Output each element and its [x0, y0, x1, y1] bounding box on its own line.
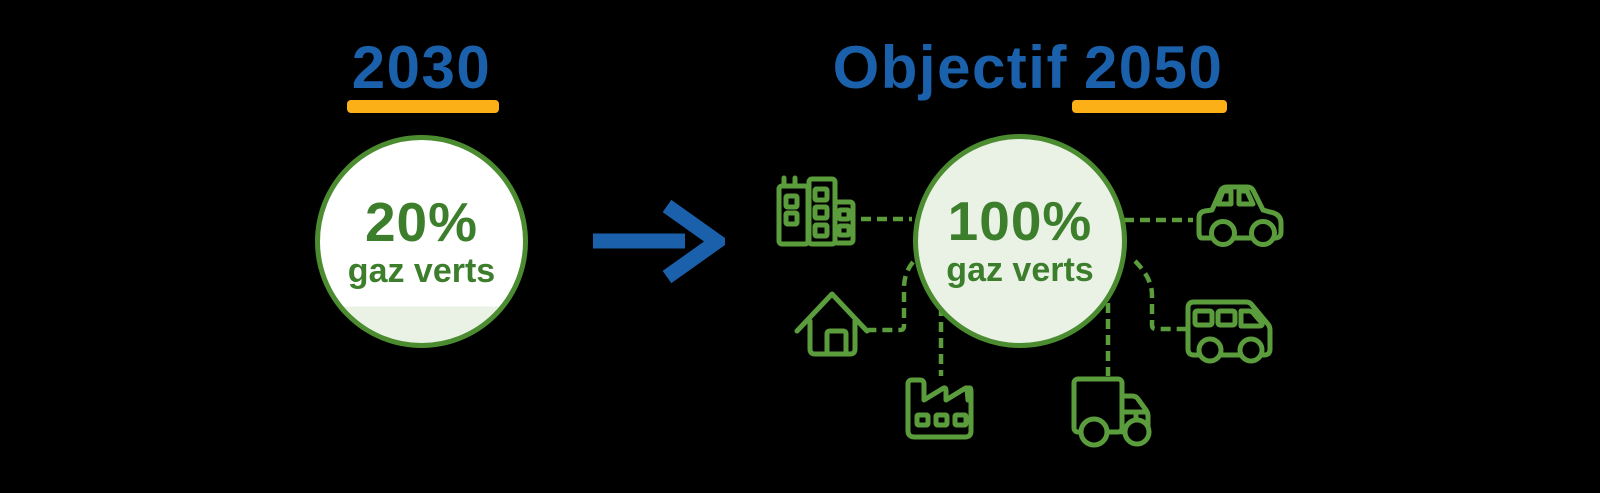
bus-icon — [1185, 299, 1273, 364]
factory-icon — [905, 377, 974, 440]
right-title-prefix: Objectif — [832, 34, 1068, 101]
connector-house — [868, 260, 915, 333]
left-percentage: 20% — [364, 190, 479, 253]
left-circle-2030: 20% gaz verts — [315, 135, 528, 348]
left-year: 2030 — [351, 34, 492, 101]
right-label: gaz verts — [946, 251, 1094, 290]
right-percentage: 100% — [947, 190, 1093, 253]
right-year: 2050 — [1083, 34, 1224, 101]
left-title: 2030 — [315, 38, 528, 100]
car-icon — [1196, 184, 1284, 247]
connector-lines — [861, 216, 1193, 376]
connector-bus — [1133, 259, 1186, 332]
left-title-underline — [347, 100, 499, 113]
right-arrow-icon — [593, 199, 725, 284]
office-buildings-icon — [776, 175, 856, 247]
left-label: gaz verts — [347, 251, 496, 290]
truck-icon — [1071, 376, 1152, 448]
right-title-underline — [1072, 100, 1227, 113]
house-icon — [794, 291, 870, 357]
right-circle-2050: 100% gaz verts — [913, 134, 1127, 348]
